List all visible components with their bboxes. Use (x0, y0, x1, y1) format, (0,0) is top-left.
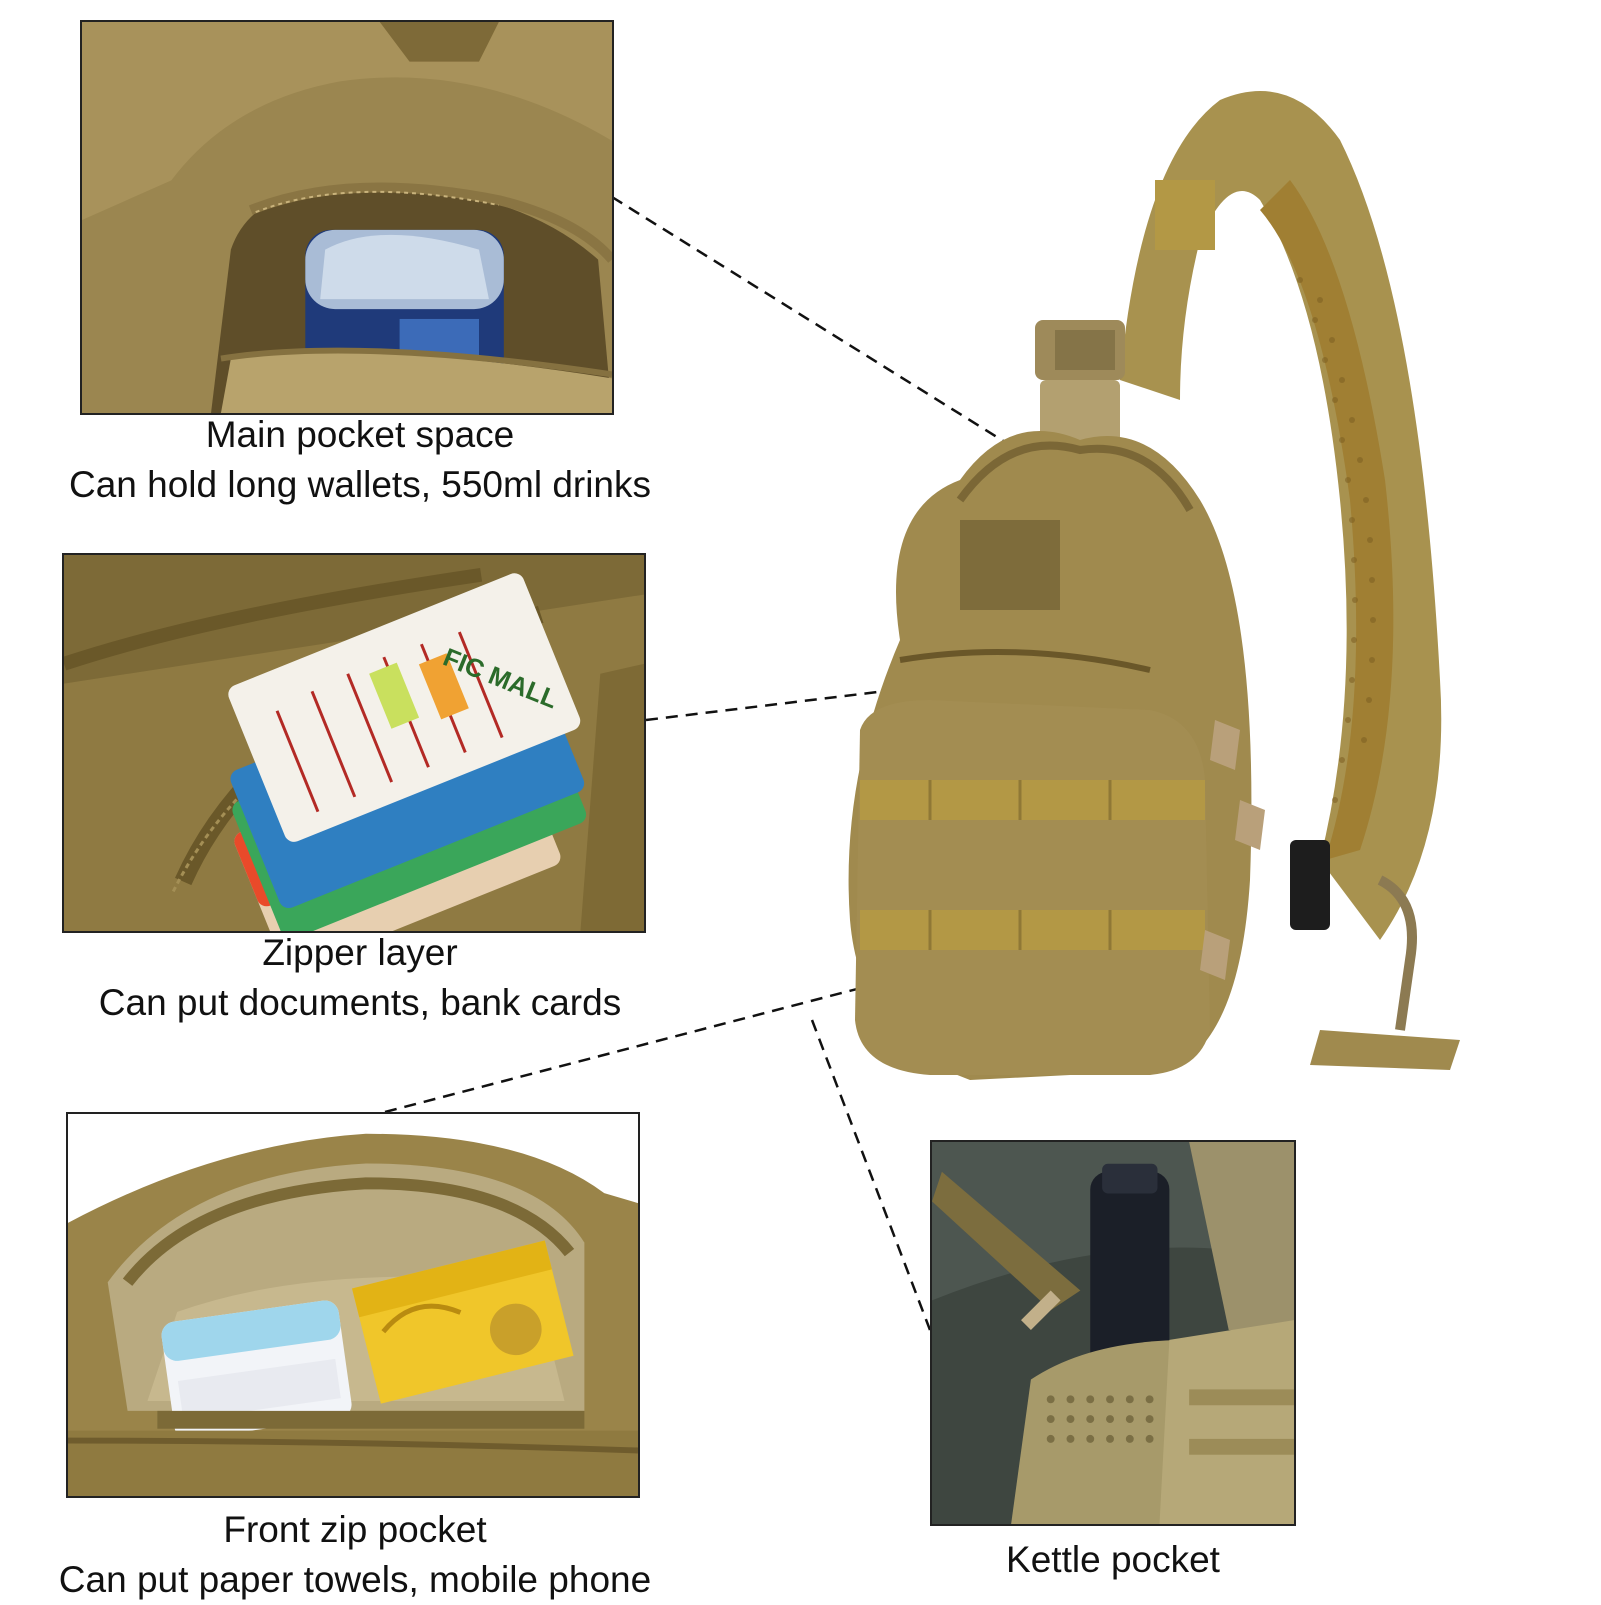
main-pocket-subtitle: Can hold long wallets, 550ml drinks (68, 464, 652, 505)
zipper-layer-subtitle: Can put documents, bank cards (98, 982, 622, 1023)
zipper-layer-caption: Zipper layer Can put documents, bank car… (40, 928, 680, 1028)
kettle-pocket-caption: Kettle pocket (930, 1535, 1296, 1585)
main-pocket-title: Main pocket space (205, 414, 515, 455)
front-zip-pocket-subtitle: Can put paper towels, mobile phone (58, 1559, 652, 1600)
zipper-layer-photo: FIC MALL (62, 553, 646, 933)
front-zip-pocket-caption: Front zip pocket Can put paper towels, m… (30, 1505, 680, 1605)
main-pocket-photo (80, 20, 614, 415)
kettle-pocket-photo (930, 1140, 1296, 1526)
zipper-layer-title: Zipper layer (262, 932, 458, 973)
front-zip-pocket-photo (66, 1112, 640, 1498)
kettle-pocket-title: Kettle pocket (1006, 1539, 1220, 1580)
front-zip-pocket-title: Front zip pocket (223, 1509, 487, 1550)
sling-bag-photo (820, 80, 1520, 1120)
main-pocket-caption: Main pocket space Can hold long wallets,… (40, 410, 680, 510)
